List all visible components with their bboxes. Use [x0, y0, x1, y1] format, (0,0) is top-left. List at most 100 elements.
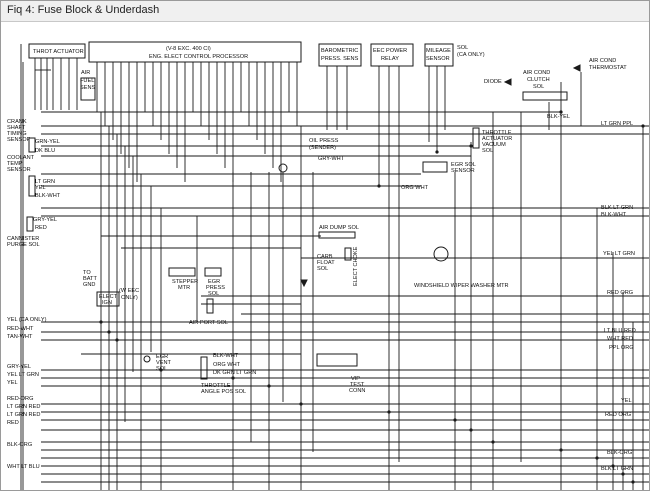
wire-grn-yel: GRN-YEL: [35, 139, 60, 145]
crank-label-4: SENSOR: [7, 137, 31, 143]
vip-label-3: CONN: [349, 388, 365, 394]
vip-label-2: TEST: [350, 382, 365, 388]
throttle-vac-label-4: SOL: [482, 148, 493, 154]
wiper-label: WINDSHIELD WIPER WASHER MTR: [414, 283, 509, 289]
egr-press-label-3: SOL: [208, 291, 219, 297]
stepper-label-2: MTR: [178, 285, 190, 291]
wire-blk-org-l: BLK-ORG: [7, 442, 32, 448]
crank-label-3: TIMING: [7, 131, 27, 137]
to-batt-label-1: TO: [83, 270, 91, 276]
wire-junction: [611, 464, 615, 468]
baro-label-2: PRESS. SENS: [321, 56, 359, 62]
diode-label: DIODE: [484, 79, 502, 85]
ac-clutch-sol-box: [522, 91, 568, 101]
air-dump-sol-box: [318, 231, 356, 239]
carb-float-icon: [300, 279, 308, 288]
wire-gry-yel-l: GRY-YEL: [7, 364, 31, 370]
coolant-label-2: TEMP: [7, 161, 23, 167]
wire-junction: [469, 144, 473, 148]
wire-lt-grn-red-l: LT GRN RED: [7, 404, 40, 410]
wire-junction: [435, 150, 439, 154]
wire-yel-ca-only: YEL (CA ONLY): [7, 317, 47, 323]
wire-lt-blu-red: LT BLU RED: [604, 328, 636, 334]
wire-blk-wht: BLK-WHT: [35, 193, 61, 199]
wire-gry-yel: GRY-YEL: [33, 217, 57, 223]
sol-ca-label-1: SOL: [457, 45, 468, 51]
throttle-angle-connector: [200, 356, 208, 380]
egr-vent-sol-icon: [143, 355, 151, 363]
wire-junction: [267, 384, 271, 388]
stepper-motor-box: [168, 267, 196, 277]
air-fuel-label-2: FUEL: [80, 78, 94, 84]
ac-thermostat-icon: [572, 64, 581, 72]
coolant-label-3: SENSOR: [7, 167, 31, 173]
elect-ign-label-2: IGN: [102, 300, 112, 306]
air-fuel-label-3: SENS: [80, 85, 96, 91]
sol-ca-label-2: (CA ONLY): [457, 52, 485, 58]
wire-yel-r: YEL: [621, 398, 632, 404]
ac-clutch-label-2: CLUTCH: [527, 77, 550, 83]
vip-label-1: VIP: [351, 376, 360, 382]
wire-yel-lt-grn-r: YEL LT GRN: [603, 251, 635, 257]
w-eec-label-1: (W EEC: [119, 288, 139, 294]
diode-icon: [503, 78, 512, 86]
throttle-vac-connector: [472, 127, 480, 149]
to-batt-label-3: GND: [83, 282, 95, 288]
wire-wht-red-r: WHT RED: [607, 336, 633, 342]
wire-red-cannister: RED: [35, 225, 47, 231]
wire-blk-org-r: BLK-ORG: [607, 450, 632, 456]
elect-ign-label-1: ELECT: [99, 294, 118, 300]
wire-junction: [377, 184, 381, 188]
throt-actuator-box: [28, 43, 86, 59]
stepper-label-1: STEPPER: [172, 279, 198, 285]
wire-junction: [115, 338, 119, 342]
wire-junction: [99, 320, 103, 324]
vip-test-connector: [316, 353, 358, 367]
wire-junction: [621, 472, 625, 476]
coolant-sensor-connector: [28, 175, 36, 197]
figure-title: Fiq 4: Fuse Block & Underdash: [7, 4, 160, 16]
wire-junction: [631, 480, 635, 484]
wire-blk-wht-tp: BLK-WHT: [213, 353, 239, 359]
wiper-motor-icon: [433, 246, 449, 262]
wire-lt-grn: LT GRN: [35, 179, 55, 185]
wire-junction: [595, 456, 599, 460]
egr-sol-sensor-label-1: EGR SOL: [451, 162, 476, 168]
eec-relay-label-1: EEC POWER: [373, 48, 407, 54]
wire-junction: [469, 428, 473, 432]
wire-blk-yel: BLK-YEL: [547, 114, 570, 120]
ac-clutch-label-1: AIR COND: [523, 70, 550, 76]
carb-float-label-2: FLOAT: [317, 260, 335, 266]
crank-label-2: SHAFT: [7, 125, 26, 131]
mileage-sensor-box: [424, 43, 454, 67]
wire-junction: [491, 440, 495, 444]
cannister-sol-connector: [26, 216, 34, 232]
wire-junction: [641, 124, 645, 128]
wire-junction: [231, 376, 235, 380]
egr-sol-sensor-label-2: SENSOR: [451, 168, 475, 174]
carb-float-label-1: CARB: [317, 254, 333, 260]
wire-org-wht: ORG WHT: [401, 185, 429, 191]
wire-lines: [20, 44, 649, 490]
oil-press-sender-icon: [278, 163, 288, 173]
wire-lt-grn-red-l2: LT GRN RED: [7, 412, 40, 418]
w-eec-label-2: ONLY): [121, 295, 138, 301]
air-port-label: AIR PORT SOL: [189, 320, 228, 326]
elect-ign-box: [96, 291, 120, 307]
air-fuel-sensor-box: [80, 77, 96, 101]
mileage-label-2: SENSOR: [426, 56, 450, 62]
elect-choke-label: ELECT CHOKE: [353, 246, 359, 286]
eec-relay-box: [370, 43, 414, 67]
wire-red-org-r: RED ORG: [607, 290, 633, 296]
ecp-label-1: (V-8 EXC. 400 CI): [166, 46, 211, 52]
wire-org-wht-tp: ORG WHT: [213, 362, 241, 368]
wire-tan-wht: TAN-WHT: [7, 334, 33, 340]
ac-thermo-label-1: AIR COND: [589, 58, 616, 64]
crank-sensor-connector: [28, 137, 36, 153]
wire-yel-l: YEL: [7, 380, 18, 386]
air-fuel-label-1: AIR: [81, 70, 90, 76]
figure-title-bar: Fiq 4: Fuse Block & Underdash: [1, 1, 649, 22]
wire-junction: [107, 330, 111, 334]
egr-press-label-2: PRESS: [206, 285, 225, 291]
crank-label-1: CRANK: [7, 119, 27, 125]
